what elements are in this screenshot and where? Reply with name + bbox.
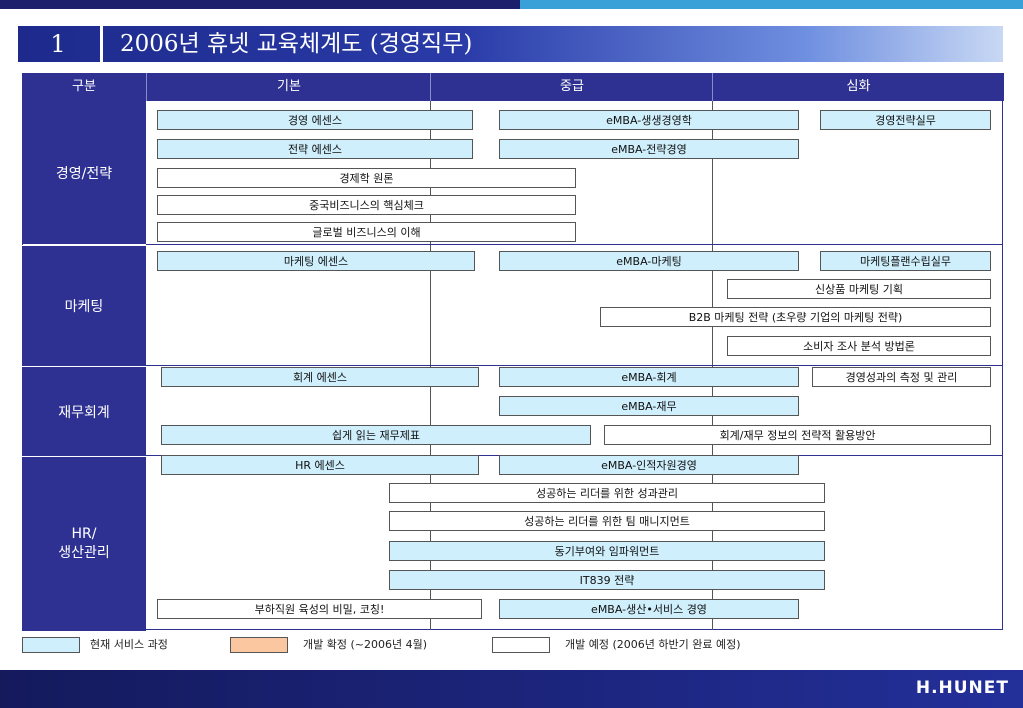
legend-swatch-confirmed [230,637,288,653]
header-basic: 기본 [146,73,431,101]
legend-swatch-planned [492,637,550,653]
category-hr: HR/ 생산관리 [22,456,146,631]
category-marketing: 마케팅 [22,245,146,366]
course-box: eMBA-마케팅 [499,251,799,271]
course-box: 성공하는 리더를 위한 성과관리 [389,483,825,503]
legend-swatch-current [22,637,80,653]
top-accent-bar [0,0,1023,9]
course-box: 전략 에센스 [157,139,473,159]
course-box: 경영전략실무 [820,110,991,130]
course-box: 마케팅 에센스 [157,251,475,271]
category-strategy: 경영/전략 [22,101,146,244]
course-box: 경영성과의 측정 및 관리 [812,367,991,387]
header-intermediate: 중급 [430,73,713,101]
course-box: eMBA-회계 [499,367,799,387]
legend-confirmed: 개발 확정 (~2006년 4월) [303,638,428,651]
course-box: B2B 마케팅 전략 (초우량 기업의 마케팅 전략) [600,307,991,327]
course-box: 글로벌 비즈니스의 이해 [157,222,576,242]
course-box: 신상품 마케팅 기획 [727,279,991,299]
top-accent-light [520,0,1023,9]
course-box: eMBA-생생경영학 [499,110,799,130]
category-finance: 재무회계 [22,366,146,456]
course-box: eMBA-전략경영 [499,139,799,159]
course-box: 경영 에센스 [157,110,473,130]
course-box: 중국비즈니스의 핵심체크 [157,195,576,215]
course-box: HR 에센스 [161,455,479,475]
course-box: 회계/재무 정보의 전략적 활용방안 [604,425,991,445]
course-box: eMBA-생산•서비스 경영 [499,599,799,619]
course-box: 쉽게 읽는 재무제표 [161,425,591,445]
top-accent-dark [0,0,520,9]
course-box: 회계 에센스 [161,367,479,387]
course-box: 소비자 조사 분석 방법론 [727,336,991,356]
section-divider-1 [146,244,1003,245]
course-box: eMBA-인적자원경영 [499,455,799,475]
course-box: 성공하는 리더를 위한 팀 매니지먼트 [389,511,825,531]
section-number: 1 [50,30,66,58]
course-box: 동기부여와 임파워먼트 [389,541,825,561]
header-advanced: 심화 [712,73,1004,101]
course-box: eMBA-재무 [499,396,799,416]
course-box: IT839 전략 [389,570,825,590]
footer-bar [0,670,1023,708]
header-category: 구분 [22,73,146,101]
page-title: 2006년 휴넷 교육체계도 (경영직무) [120,31,473,57]
course-box: 부하직원 육성의 비밀, 코칭! [157,599,482,619]
legend-planned: 개발 예정 (2006년 하반기 완료 예정) [565,638,741,651]
hunet-logo: H.HUNET [915,678,1009,698]
title-separator [100,26,103,62]
course-box: 마케팅플랜수립실무 [820,251,991,271]
legend-current: 현재 서비스 과정 [90,638,168,651]
section-divider-2 [146,365,1003,366]
title-bar: 1 2006년 휴넷 교육체계도 (경영직무) [18,26,1003,62]
course-box: 경제학 원론 [157,168,576,188]
